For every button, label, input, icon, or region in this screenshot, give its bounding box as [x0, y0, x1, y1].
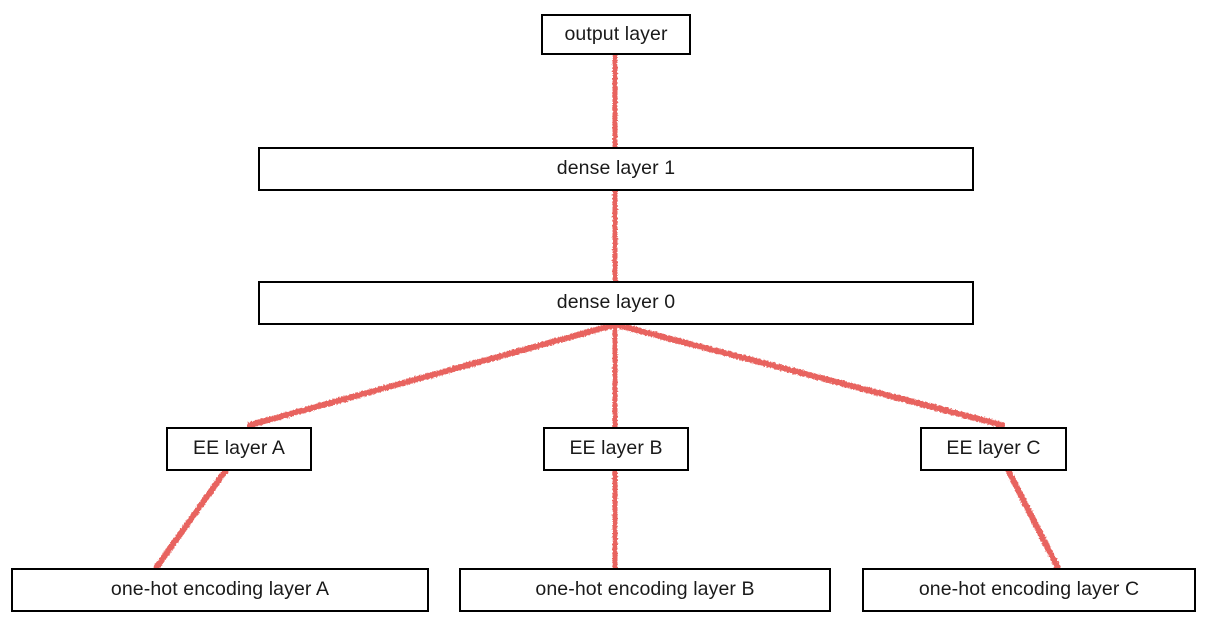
node-dense-layer-0[interactable]: dense layer 0: [258, 281, 974, 325]
node-onehot-layer-b-label: one-hot encoding layer B: [535, 578, 755, 601]
node-onehot-layer-c-label: one-hot encoding layer C: [918, 578, 1140, 601]
node-ee-layer-b[interactable]: EE layer B: [543, 427, 689, 471]
node-output-layer[interactable]: output layer: [541, 14, 691, 55]
edge-onehot-c-to-ee-c: [1005, 467, 1061, 571]
node-onehot-layer-c[interactable]: one-hot encoding layer C: [862, 568, 1196, 612]
edge-ee-c-to-dense0: [614, 322, 1005, 428]
node-output-layer-label: output layer: [564, 22, 668, 45]
node-ee-layer-b-label: EE layer B: [569, 437, 663, 460]
node-ee-layer-a[interactable]: EE layer A: [166, 427, 312, 471]
node-onehot-layer-a-label: one-hot encoding layer A: [110, 578, 330, 601]
node-dense-layer-0-label: dense layer 0: [556, 291, 676, 314]
node-dense-layer-1[interactable]: dense layer 1: [258, 147, 974, 191]
node-dense-layer-1-label: dense layer 1: [556, 157, 676, 180]
node-onehot-layer-a[interactable]: one-hot encoding layer A: [11, 568, 429, 612]
node-ee-layer-c[interactable]: EE layer C: [920, 427, 1067, 471]
edge-onehot-a-to-ee-a: [153, 467, 229, 571]
edge-ee-a-to-dense0: [247, 322, 617, 428]
node-ee-layer-a-label: EE layer A: [192, 437, 286, 460]
node-ee-layer-c-label: EE layer C: [946, 437, 1041, 460]
node-onehot-layer-b[interactable]: one-hot encoding layer B: [459, 568, 831, 612]
